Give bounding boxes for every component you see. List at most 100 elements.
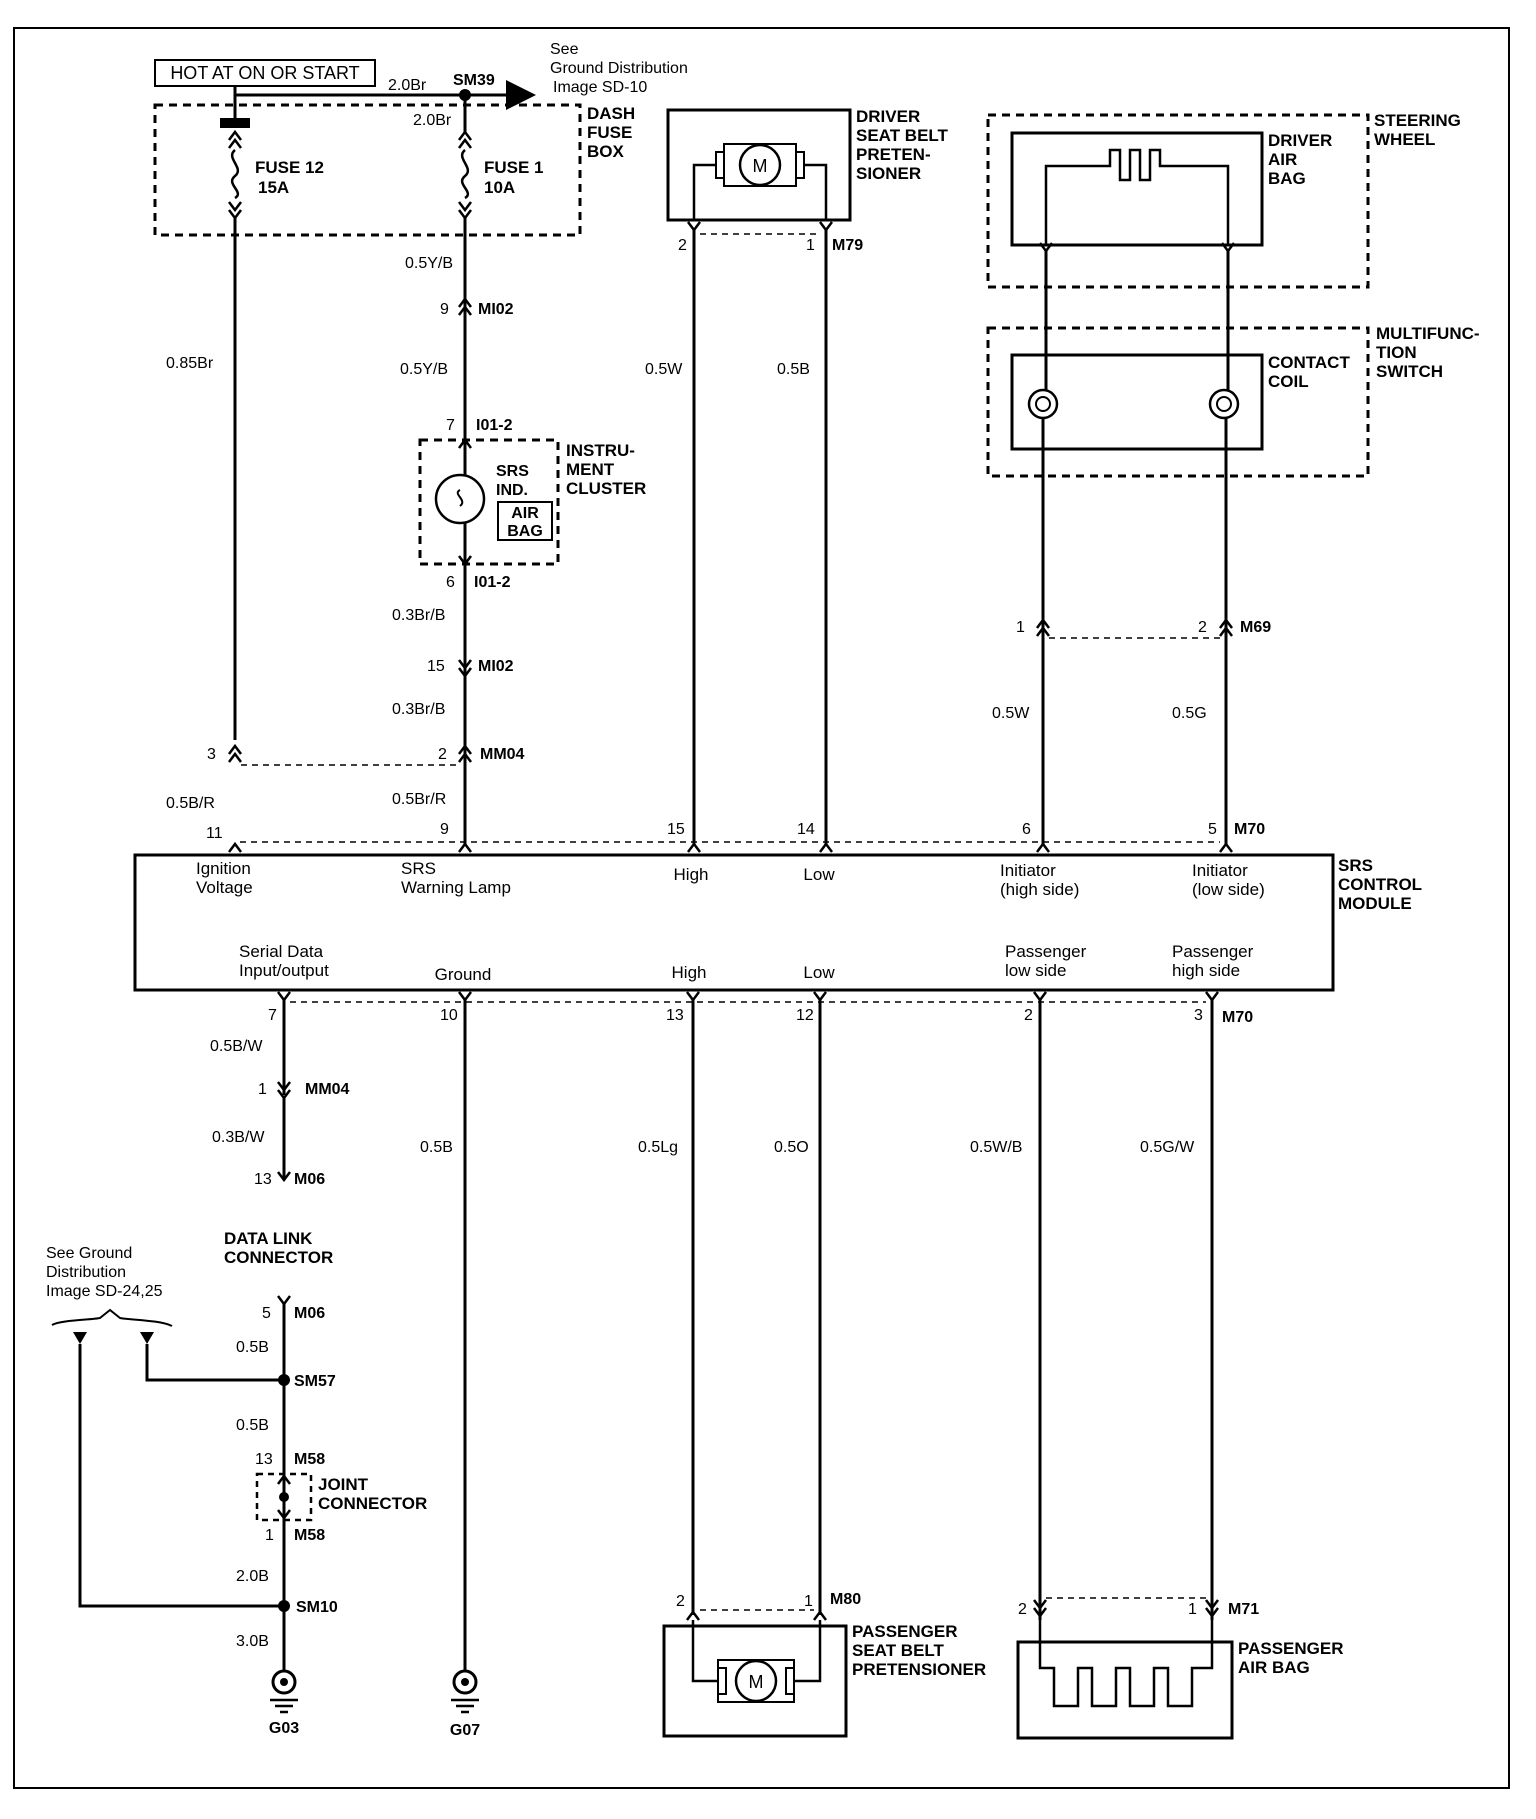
module-pin-15: 15 [667, 821, 685, 838]
ignition-line2: Voltage [196, 878, 253, 897]
coil-spiral-icon [1027, 388, 1059, 420]
low-bottom: Low [803, 963, 835, 982]
pass-pret-name-1: PASSENGER [852, 1622, 958, 1641]
module-pin-5: 5 [1208, 821, 1217, 838]
m71-label: M71 [1228, 1601, 1259, 1618]
sm39-wire-label: 2.0Br [388, 77, 427, 94]
initiator-wire-w: 0.5W [992, 705, 1030, 722]
pass-high-line1: Passenger [1172, 942, 1254, 961]
wire-05b-b: 0.5B [236, 1417, 269, 1434]
driver-pret-name-2: SEAT BELT [856, 126, 949, 145]
m58-label: M58 [294, 1451, 325, 1468]
srs-lamp-line2: Warning Lamp [401, 878, 511, 897]
see-sd10-line3: Image SD-10 [553, 79, 647, 96]
sm39-label: SM39 [453, 72, 495, 89]
i012-bottom-label: I01-2 [474, 574, 511, 591]
joint-name-1: JOINT [318, 1475, 369, 1494]
fuse-box-name-2: FUSE [587, 123, 632, 142]
wire-05yb-a: 0.5Y/B [405, 255, 453, 272]
module-pin-14: 14 [797, 821, 815, 838]
init-low-line1: Initiator [1192, 861, 1248, 880]
fuse1-wire-in: 2.0Br [413, 112, 452, 129]
mi02-label-b: MI02 [478, 658, 514, 675]
m80-label: M80 [830, 1591, 861, 1608]
module-pin-13: 13 [666, 1007, 684, 1024]
high-top: High [674, 865, 709, 884]
g07-label: G07 [450, 1722, 480, 1739]
dlc-name-1: DATA LINK [224, 1229, 313, 1248]
m06-label-b: M06 [294, 1305, 325, 1322]
m69-pin2: 2 [1198, 619, 1207, 636]
fuse-box-name-3: BOX [587, 142, 625, 161]
module-pin-3: 3 [1194, 1007, 1203, 1024]
see-sd24-line3: Image SD-24,25 [46, 1283, 163, 1300]
wire-05bw: 0.5B/W [210, 1038, 263, 1055]
pass-wire-lg: 0.5Lg [638, 1139, 678, 1156]
low-top: Low [803, 865, 835, 884]
ground-label: Ground [435, 965, 492, 984]
driver-wire-b: 0.5B [777, 361, 810, 378]
wire-03bw: 0.3B/W [212, 1129, 265, 1146]
pass-airbag-wire-gw: 0.5G/W [1140, 1139, 1195, 1156]
pass-wire-o: 0.5O [774, 1139, 809, 1156]
pass-pret-name-2: SEAT BELT [852, 1641, 945, 1660]
ground-ref-arrow-icon [73, 1332, 87, 1344]
m71-pin2: 2 [1018, 1601, 1027, 1618]
wire-30b: 3.0B [236, 1633, 269, 1650]
module-name-2: CONTROL [1338, 875, 1422, 894]
contact-coil-name-1: CONTACT [1268, 353, 1350, 372]
mm04-label: MM04 [480, 746, 525, 763]
module-pin-9: 9 [440, 821, 449, 838]
srs-control-module [133, 853, 1335, 992]
pass-low-line2: low side [1005, 961, 1066, 980]
hot-label-box [154, 59, 376, 87]
serial-line2: Input/output [239, 961, 329, 980]
contact-coil-name-2: COIL [1268, 372, 1309, 391]
init-high-line1: Initiator [1000, 861, 1056, 880]
hot-label: HOT AT ON OR START [170, 63, 359, 83]
motor-icon [738, 143, 782, 187]
module-pin-12: 12 [796, 1007, 814, 1024]
module-pin-10: 10 [440, 1007, 458, 1024]
fuse12-symbol [230, 149, 240, 200]
coil-spiral-icon [1208, 388, 1240, 420]
srs-lamp-line1: SRS [401, 859, 436, 878]
module-pin-11: 11 [206, 825, 223, 842]
m80-pin1: 1 [804, 1593, 813, 1610]
mf-name-1: MULTIFUNC- [1376, 324, 1480, 343]
wire-085br-label: 0.85Br [166, 355, 214, 372]
mm04-label-b: MM04 [305, 1081, 350, 1098]
passenger-airbag-box [1016, 1640, 1234, 1740]
dlc-name-2: CONNECTOR [224, 1248, 333, 1267]
wire-03brb-a: 0.3Br/B [392, 607, 445, 624]
see-sd10-line2: Ground Distribution [550, 60, 688, 77]
wire-03brb-b: 0.3Br/B [392, 701, 445, 718]
m71-pin1: 1 [1188, 1601, 1197, 1618]
driver-airbag-name-3: BAG [1268, 169, 1306, 188]
airbag-indicator-box [497, 501, 553, 541]
driver-pret-name-1: DRIVER [856, 107, 920, 126]
serial-line1: Serial Data [239, 942, 324, 961]
mf-name-3: SWITCH [1376, 362, 1443, 381]
fuse1-name: FUSE 1 [484, 158, 544, 177]
passenger-airbag-squib-icon [1038, 1616, 1214, 1708]
m58-pin1: 1 [265, 1527, 274, 1544]
i012-pin7: 7 [446, 417, 455, 434]
module-name-3: MODULE [1338, 894, 1412, 913]
srs-ind-line2: IND. [496, 482, 528, 499]
ground-ref-arrow-icon [140, 1332, 154, 1344]
wire-05yb-b: 0.5Y/B [400, 361, 448, 378]
pass-airbag-name-1: PASSENGER [1238, 1639, 1344, 1658]
wire-05brr: 0.5Br/R [392, 791, 446, 808]
srs-ind-line1: SRS [496, 463, 529, 480]
fuse-box-name-1: DASH [587, 104, 635, 123]
outer-frame [13, 27, 1510, 1789]
driver-pret-name-4: SIONER [856, 164, 921, 183]
module-pin-7: 7 [268, 1007, 277, 1024]
module-name-1: SRS [1338, 856, 1373, 875]
pass-airbag-wire-wb: 0.5W/B [970, 1139, 1022, 1156]
driver-airbag-box [1010, 131, 1264, 247]
i012-top-label: I01-2 [476, 417, 513, 434]
driver-airbag-name-2: AIR [1268, 150, 1297, 169]
